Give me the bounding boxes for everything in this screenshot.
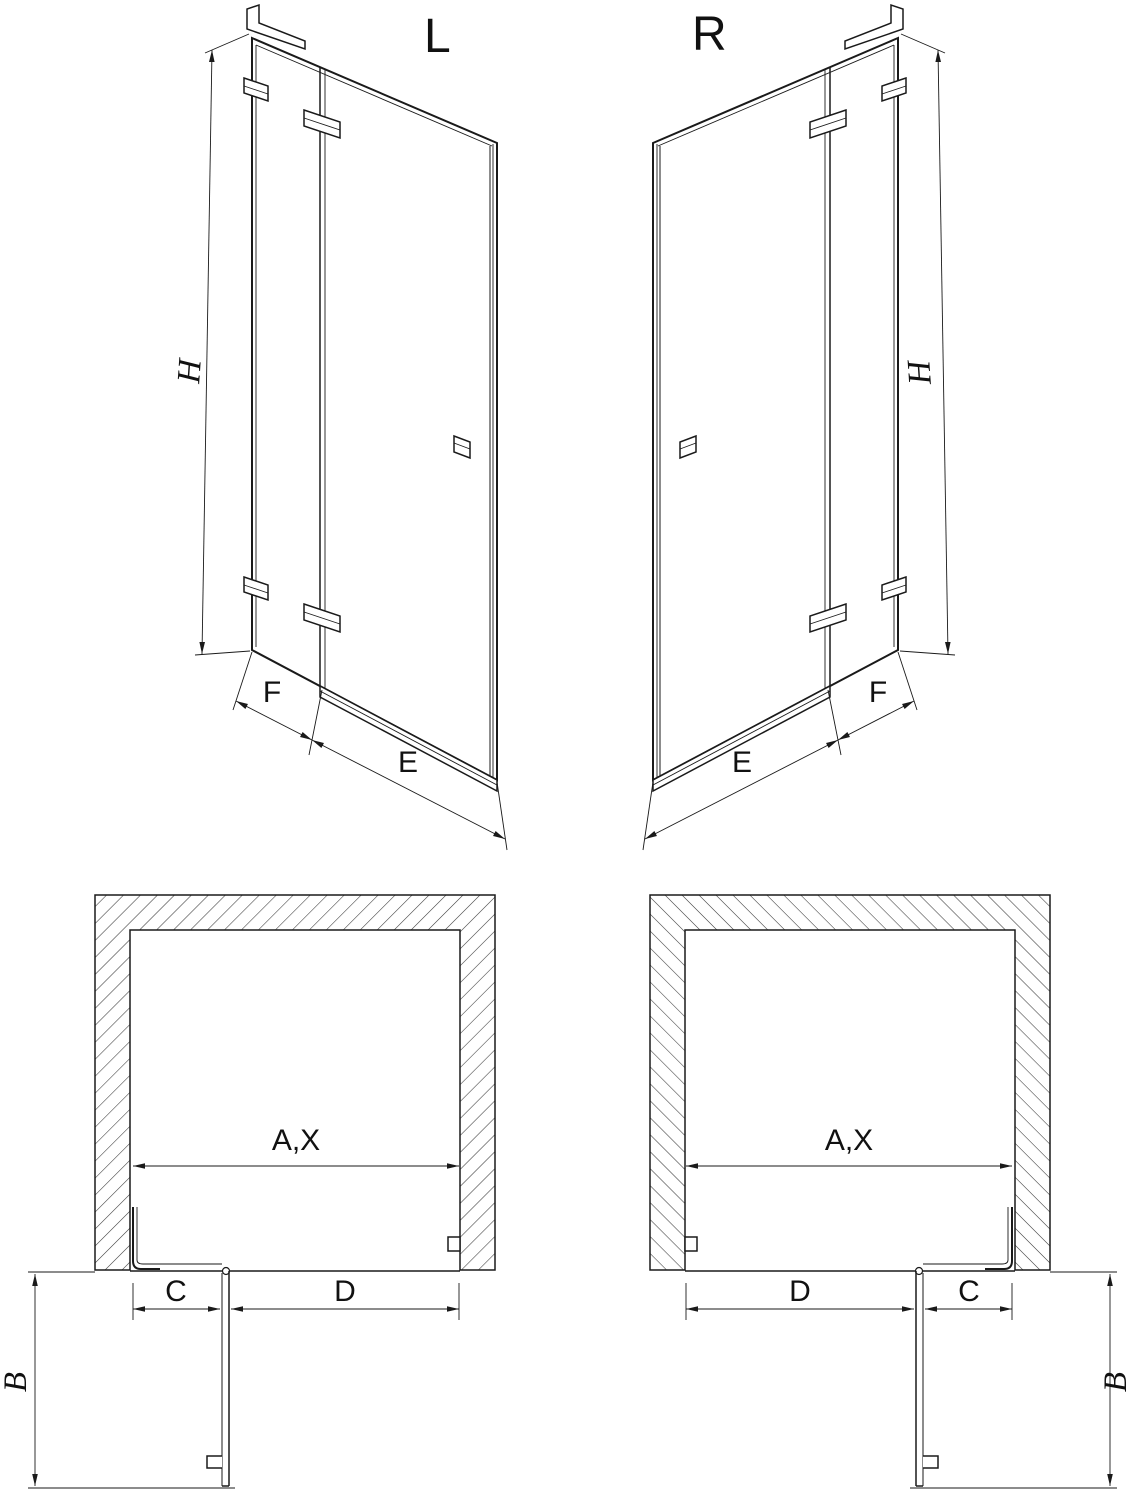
left-plan-d-label: D	[334, 1275, 356, 1308]
right-plan-d-label: D	[789, 1275, 811, 1308]
left-plan-view	[28, 895, 495, 1488]
right-plan-c-label: C	[958, 1275, 980, 1308]
left-plan-b-label: B	[0, 1372, 34, 1392]
right-height-label: H	[901, 357, 939, 386]
right-plan-view	[650, 895, 1117, 1488]
left-plan-width-label: A,X	[272, 1124, 320, 1157]
right-plan-width-label: A,X	[825, 1124, 873, 1157]
right-fixed-panel-label: F	[869, 676, 887, 709]
left-door-isometric	[195, 5, 507, 850]
left-variant-label: L	[424, 10, 451, 63]
right-variant-label: R	[692, 8, 727, 61]
right-plan-b-label: B	[1098, 1372, 1128, 1392]
right-door-width-label: E	[732, 746, 752, 779]
left-height-label: H	[171, 356, 209, 385]
right-door-isometric	[643, 5, 955, 850]
left-door-width-label: E	[398, 746, 418, 779]
left-fixed-panel-label: F	[263, 676, 281, 709]
left-plan-c-label: C	[165, 1275, 187, 1308]
